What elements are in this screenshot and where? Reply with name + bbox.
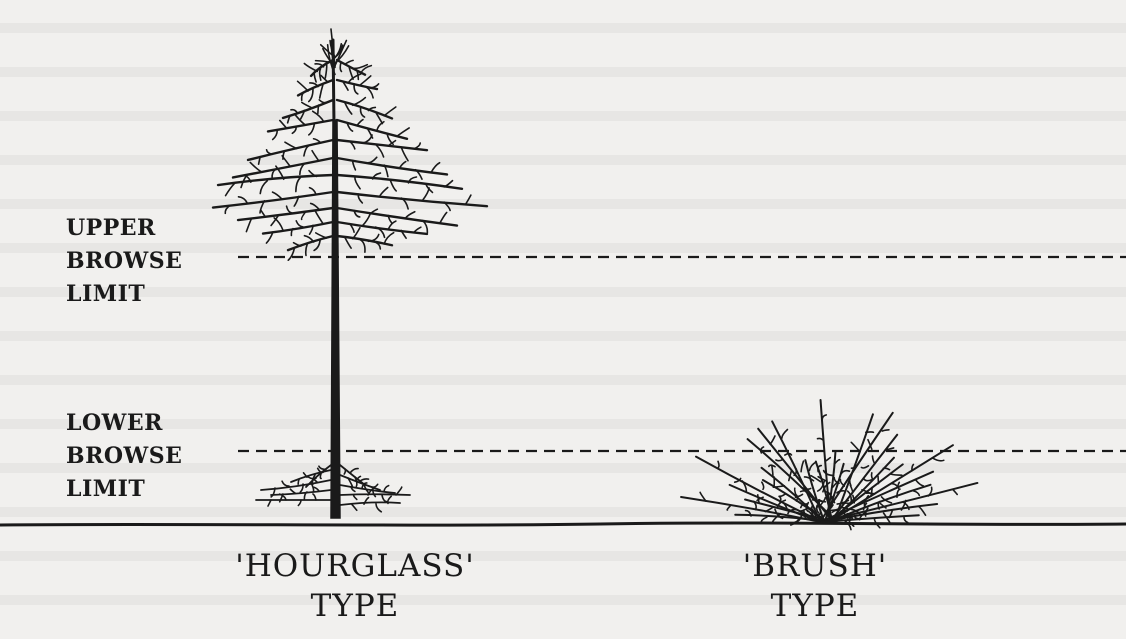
upper-label-line-2: BROWSE bbox=[66, 245, 182, 278]
brush-shrub bbox=[681, 400, 977, 530]
hourglass-label-line-2: TYPE bbox=[190, 586, 520, 626]
lower-label-line-2: BROWSE bbox=[66, 440, 182, 473]
upper-browse-limit-label: UPPER BROWSE LIMIT bbox=[66, 212, 182, 311]
hourglass-tree bbox=[213, 29, 487, 518]
lower-label-line-1: LOWER bbox=[66, 407, 182, 440]
brush-label-line-2: TYPE bbox=[690, 586, 940, 626]
upper-label-line-3: LIMIT bbox=[66, 278, 182, 311]
lower-browse-limit-label: LOWER BROWSE LIMIT bbox=[66, 407, 182, 506]
lower-label-line-3: LIMIT bbox=[66, 473, 182, 506]
hourglass-label-line-1: 'HOURGLASS' bbox=[190, 546, 520, 586]
upper-label-line-1: UPPER bbox=[66, 212, 182, 245]
hourglass-type-label: 'HOURGLASS' TYPE bbox=[190, 546, 520, 626]
brush-label-line-1: 'BRUSH' bbox=[690, 546, 940, 586]
brush-type-label: 'BRUSH' TYPE bbox=[690, 546, 940, 626]
ground-line bbox=[0, 523, 1126, 525]
